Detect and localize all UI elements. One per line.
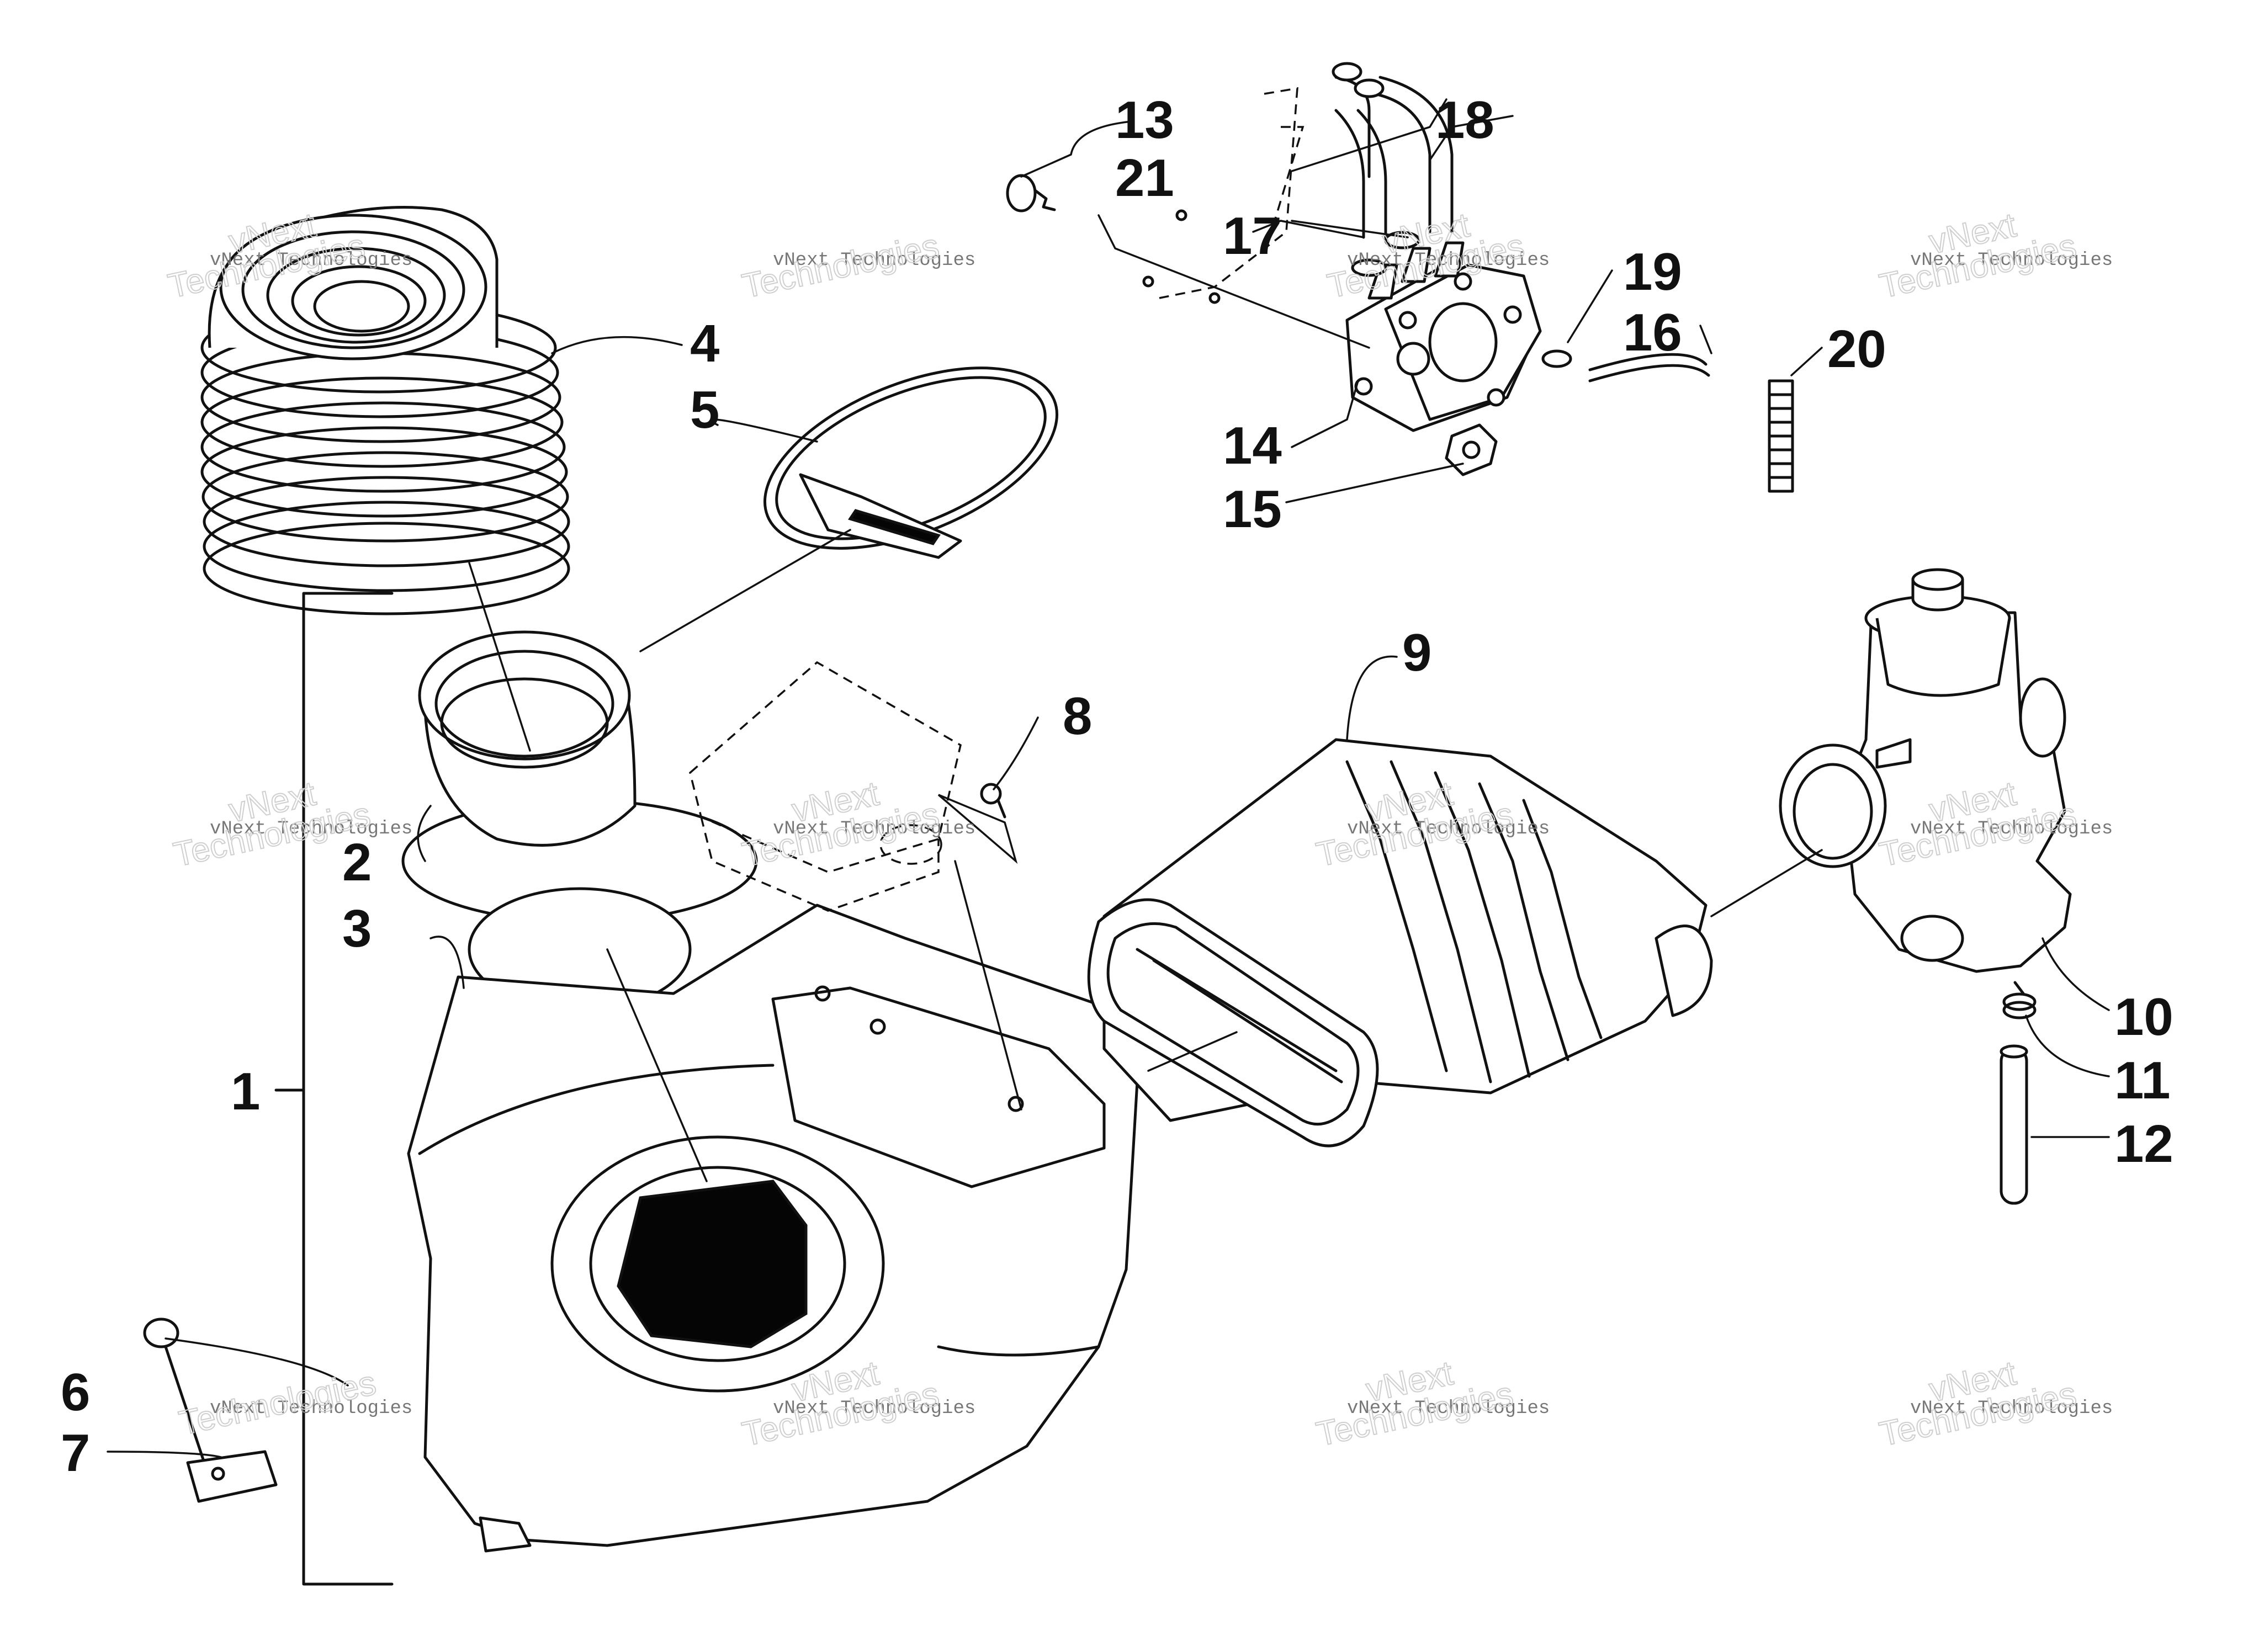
- part-12-hose: [2000, 1044, 2028, 1205]
- part-6-rivet: [143, 1318, 211, 1481]
- callout-13: 13: [1115, 91, 1174, 150]
- part-19-clamp: [1541, 349, 1572, 368]
- callout-3: 3: [342, 899, 372, 958]
- watermark-text: vNext Technologies: [1347, 250, 1550, 271]
- watermark-text: vNext Technologies: [1910, 819, 2113, 840]
- part-20-spring: [1768, 379, 1794, 493]
- watermark-text: vNext Technologies: [210, 250, 412, 271]
- part-5-hose-clamp: [763, 366, 1058, 559]
- watermark-text: vNext Technologies: [1910, 250, 2113, 271]
- callout-4: 4: [690, 314, 719, 373]
- callout-20: 20: [1827, 320, 1886, 379]
- watermark-text: vNext Technologies: [773, 250, 975, 271]
- watermark-text: Technologies: [739, 227, 942, 306]
- part-15-nut: [1445, 423, 1498, 476]
- part-17-clamp: [1351, 231, 1420, 277]
- callout-14: 14: [1223, 416, 1282, 475]
- callout-6: 6: [61, 1363, 90, 1422]
- callout-1: 1: [231, 1062, 260, 1121]
- part-7-bracket: [186, 1450, 278, 1503]
- part-13-bolt: [1006, 174, 1056, 213]
- part-9-intake-boot: [1087, 738, 1713, 1148]
- part-2-seal: [401, 630, 758, 1012]
- watermark-text: Technologies: [176, 1364, 379, 1443]
- watermark-text: vNext Technologies: [210, 1398, 412, 1419]
- callout-7: 7: [61, 1423, 90, 1483]
- callout-17: 17: [1223, 206, 1282, 265]
- callout-10: 10: [2114, 987, 2173, 1047]
- callout-11: 11: [2114, 1051, 2170, 1110]
- watermark-text: vNext Technologies: [1910, 1398, 2113, 1419]
- callout-5: 5: [690, 380, 719, 439]
- callout-16: 16: [1623, 303, 1682, 362]
- callout-19: 19: [1623, 242, 1682, 301]
- part-16-hose: [1588, 353, 1710, 383]
- part-18-fuel-line: [1332, 62, 1454, 239]
- callout-18: 18: [1435, 91, 1494, 150]
- part-14-fuel-pump: [1345, 241, 1542, 432]
- leader-lines: [107, 98, 2110, 1458]
- callout-2: 2: [342, 833, 372, 892]
- callout-8: 8: [1063, 687, 1092, 746]
- callout-12: 12: [2114, 1114, 2173, 1173]
- watermark-text: vNext Technologies: [1347, 1398, 1550, 1419]
- assembly-bracket: [302, 592, 394, 1586]
- part-3-tank-housing: [407, 904, 1139, 1553]
- part-11-clamp: [2002, 981, 2037, 1019]
- callout-15: 15: [1223, 480, 1282, 539]
- part-10-carburetor: [1779, 568, 2072, 973]
- part-8-screw: [689, 661, 1006, 912]
- callout-9: 9: [1402, 623, 1431, 682]
- part-4-corrugated-boot: [200, 206, 570, 615]
- watermark-text: vNext Technologies: [1347, 819, 1550, 840]
- callout-numbers: 1 2 3 4 5 6 7 8 9 10 11 12 13 14 15 16 1…: [61, 91, 2173, 1483]
- callout-21: 21: [1115, 148, 1174, 208]
- part-21-line-bracket: [1142, 87, 1305, 304]
- watermark-text: vNext Technologies: [773, 819, 975, 840]
- watermark-text: vNext Technologies: [773, 1398, 975, 1419]
- watermark-text: vNext Technologies: [210, 819, 412, 840]
